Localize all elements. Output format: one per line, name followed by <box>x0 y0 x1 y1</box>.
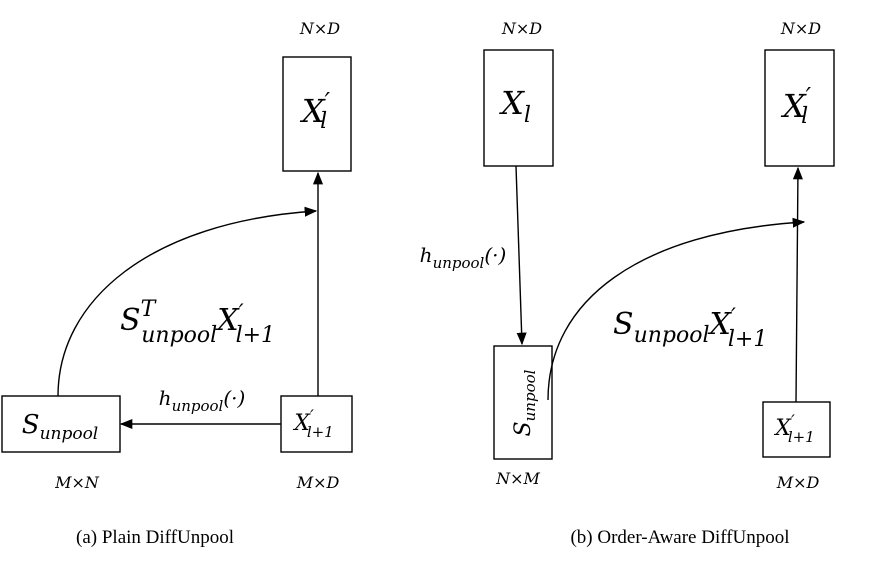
input-node-a <box>280 395 353 453</box>
input-node-b <box>483 49 554 167</box>
s-unpool-node-b <box>493 345 553 460</box>
x-node-b-label: X′l+1 <box>773 412 814 446</box>
output-node-a-label: X′l <box>299 88 331 134</box>
dims-top-a: N×D <box>299 19 340 38</box>
output-node-b <box>764 49 835 167</box>
caption-a: (a) Plain DiffUnpool <box>76 527 234 548</box>
output-node-a <box>282 56 352 172</box>
s-unpool-node-b-label: Sunpool <box>511 369 539 436</box>
panel-b: N×D Xl N×D X′l Sunpool N×M X′l+1 M×D hun… <box>420 19 835 548</box>
input-node-b-label: Xl <box>498 84 531 128</box>
dims-s-a: M×N <box>54 473 100 492</box>
dims-s-b: N×M <box>495 469 540 488</box>
curved-arrow-b <box>547 217 806 401</box>
output-node-b-label: X′l <box>780 83 812 129</box>
vertical-arrow-b <box>792 166 803 403</box>
input-node-a-label: X′l+1 <box>292 407 333 441</box>
dims-x-b: M×D <box>776 473 820 492</box>
panel-a: N×D X′l Sunpool M×N X′l+1 M×D hunpool(·)… <box>1 19 353 548</box>
h-unpool-arrow-b <box>515 165 527 346</box>
h-unpool-label-a: hunpool(·) <box>159 386 246 415</box>
dims-top-b: N×D <box>780 19 821 38</box>
curve-label-b: SunpoolX′l+1 <box>613 305 767 352</box>
caption-b: (b) Order-Aware DiffUnpool <box>570 527 789 548</box>
dims-input-a: M×D <box>296 473 340 492</box>
s-unpool-node-a-label: Sunpool <box>22 410 99 444</box>
dims-xl-b: N×D <box>501 19 542 38</box>
s-unpool-node-a <box>1 395 121 453</box>
x-node-b <box>762 401 831 458</box>
curved-arrow-a <box>57 206 318 397</box>
h-unpool-label-b: hunpool(·) <box>420 243 507 272</box>
